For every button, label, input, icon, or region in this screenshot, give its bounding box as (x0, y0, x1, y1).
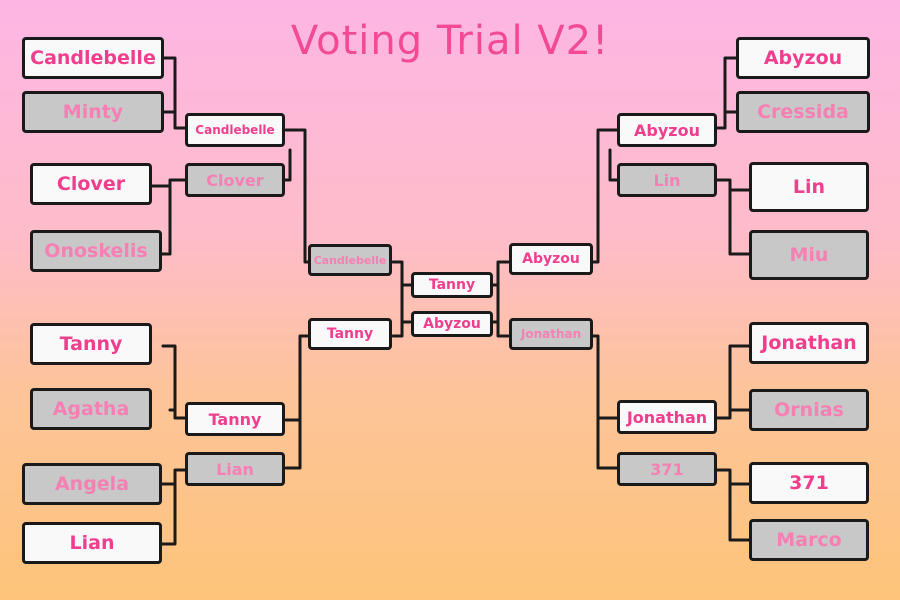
connector-line (284, 334, 311, 470)
left-r2-slot-2: Clover (185, 163, 285, 197)
connector-line (148, 178, 188, 256)
connector-line (161, 344, 188, 420)
connector-line (590, 128, 620, 264)
connector-line (161, 56, 188, 130)
right-r1-slot-8: Marco (749, 519, 869, 561)
right-r1-slot-2: Cressida (736, 91, 870, 133)
right-r1-slot-6: Ornias (749, 389, 869, 431)
left-r1-slot-5: Tanny (30, 323, 152, 365)
right-r1-slot-5: Jonathan (749, 322, 869, 364)
left-r1-slot-7: Angela (22, 463, 162, 505)
connector-line (714, 344, 752, 420)
left-r1-slot-3: Clover (30, 163, 152, 205)
left-r3-slot-2: Tanny (308, 318, 392, 350)
right-r1-slot-4: Miu (749, 230, 869, 280)
right-r2-slot-2: Lin (617, 163, 717, 197)
left-r1-slot-4: Onoskelis (30, 230, 162, 272)
left-r1-slot-1: Candlebelle (22, 37, 164, 79)
right-r1-slot-1: Abyzou (736, 37, 870, 79)
right-r2-slot-3: Jonathan (617, 400, 717, 434)
connector-line (714, 178, 752, 256)
connector-line (714, 56, 739, 130)
left-r1-slot-8: Lian (22, 522, 162, 564)
right-r1-slot-7: 371 (749, 462, 869, 504)
left-r2-slot-1: Candlebelle (185, 113, 285, 147)
left-r3-slot-1: Candlebelle (308, 244, 392, 276)
left-r1-slot-2: Minty (22, 91, 164, 133)
final-slot-right: Abyzou (411, 311, 493, 337)
right-r3-slot-2: Jonathan (509, 318, 593, 350)
connector-line (714, 468, 752, 542)
right-r2-slot-1: Abyzou (617, 113, 717, 147)
connector-line (590, 334, 620, 470)
page-title: Voting Trial V2! (290, 18, 610, 64)
left-r2-slot-3: Tanny (185, 402, 285, 436)
connector-line (400, 298, 412, 324)
right-r2-slot-4: 371 (617, 452, 717, 486)
connector-line (158, 468, 188, 546)
right-r3-slot-1: Abyzou (509, 243, 593, 275)
left-r2-slot-4: Lian (185, 452, 285, 486)
connector-line (282, 128, 311, 264)
left-r1-slot-6: Agatha (30, 388, 152, 430)
final-slot-left: Tanny (411, 272, 493, 298)
right-r1-slot-3: Lin (749, 162, 869, 212)
